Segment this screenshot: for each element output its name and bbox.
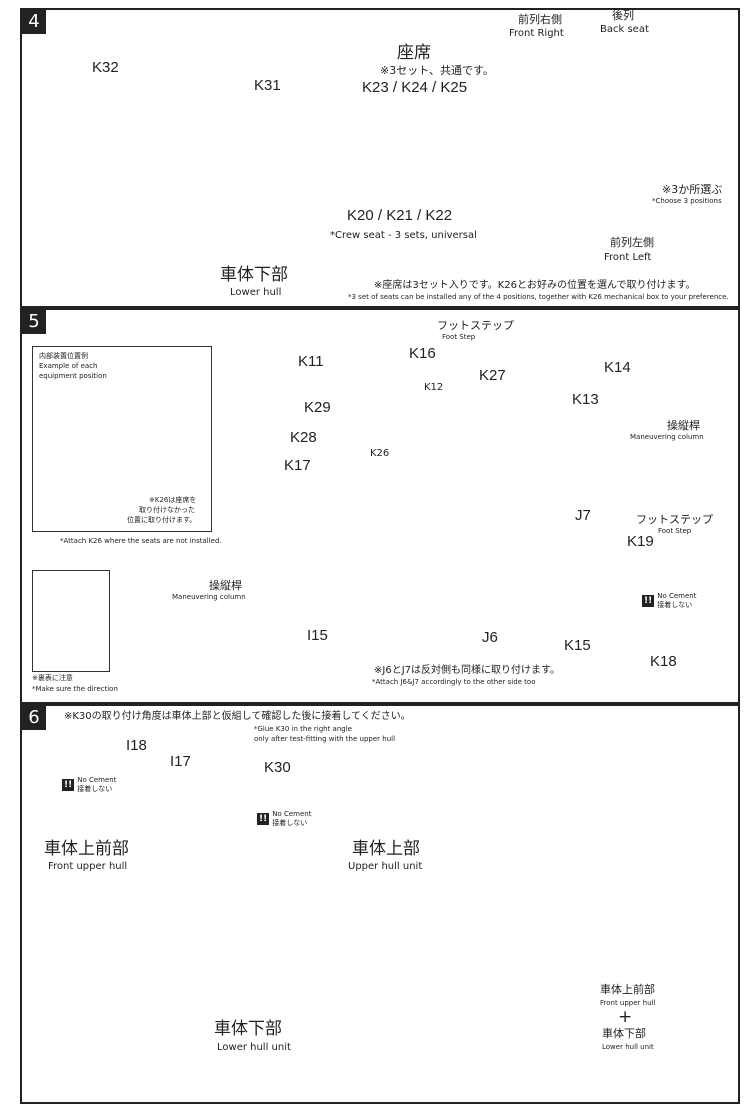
no-cement-jp: 接着しない [657, 601, 693, 609]
footstep2-jp: フットステップ [636, 513, 713, 526]
part-label-k19: K19 [627, 533, 654, 550]
inset-title-jp: 内部装置位置例 [39, 352, 88, 360]
warning-icon: !! [257, 813, 270, 825]
lower-hull-en: Lower hull [230, 287, 282, 298]
column-en: Maneuvering column [630, 433, 704, 441]
bottom-note-en: *3 set of seats can be installed any of … [348, 293, 729, 301]
upper-hull-unit-en: Upper hull unit [348, 861, 423, 872]
column2-en: Maneuvering column [172, 593, 246, 601]
footstep2-en: Foot Step [658, 527, 692, 535]
step-6-panel: 6 ※K30の取り付け角度は車体上部と仮組して確認した後に接着してください。 *… [20, 704, 740, 1104]
column-jp: 操縦桿 [667, 419, 700, 432]
column2-jp: 操縦桿 [209, 579, 242, 592]
part-label-k18: K18 [650, 653, 677, 670]
back-seat-en: Back seat [600, 24, 649, 35]
combo-front-upper-en: Front upper hull [600, 999, 656, 1007]
step-5-panel: 5 内部装置位置例 Example of each equipment posi… [20, 308, 740, 704]
k26-note-jp2: 取り付けなかった [139, 506, 195, 514]
k30-note-jp: ※K30の取り付け角度は車体上部と仮組して確認した後に接着してください。 [64, 711, 411, 722]
plus-sign: + [618, 1007, 633, 1027]
warning-icon: !! [62, 779, 75, 791]
seat-note-en: *Crew seat - 3 sets, universal [330, 230, 477, 241]
part-label-k27: K27 [479, 367, 506, 384]
front-upper-hull-jp: 車体上前部 [44, 839, 129, 859]
part-label-k12: K12 [424, 382, 444, 393]
bottom-note-jp: ※座席は3セット入りです。K26とお好みの位置を選んで取り付けます。 [374, 280, 696, 291]
combo-front-upper-jp: 車体上前部 [600, 983, 655, 996]
part-label-k32: K32 [92, 59, 119, 76]
no-cement-warning-left: !! No Cement 接着しない [62, 776, 116, 794]
lower-hull-jp: 車体下部 [220, 265, 288, 285]
no-cement-warning-right: !! No Cement 接着しない [257, 810, 311, 828]
step-number: 4 [22, 10, 46, 34]
front-upper-hull-en: Front upper hull [48, 861, 128, 872]
part-label-k17: K17 [284, 457, 311, 474]
k26-note-jp3: 位置に取り付けます。 [127, 516, 197, 524]
direction-inset [32, 570, 110, 672]
no-cement-en: No Cement [77, 776, 117, 784]
part-label-k13: K13 [572, 391, 599, 408]
part-label-j7: J7 [575, 507, 591, 524]
footstep-jp: フットステップ [437, 319, 514, 332]
combo-lower-hull-en: Lower hull unit [602, 1043, 654, 1051]
seat-note-jp: ※3セット、共通です。 [380, 64, 494, 77]
k26-note-jp1: ※K26は座席を [149, 496, 197, 504]
direction-note-en: *Make sure the direction [32, 685, 118, 693]
no-cement-en: No Cement [272, 810, 312, 818]
choose-jp: ※3か所選ぶ [662, 183, 723, 196]
part-label-k15: K15 [564, 637, 591, 654]
choose-en: *Choose 3 positions [652, 197, 722, 205]
part-label-k16: K16 [409, 345, 436, 362]
no-cement-jp: 接着しない [77, 785, 113, 793]
part-label-k28: K28 [290, 429, 317, 446]
seat-title: 座席 [397, 43, 431, 63]
step-number: 5 [22, 310, 46, 334]
part-label-i17: I17 [170, 753, 191, 770]
combo-lower-hull-jp: 車体下部 [602, 1027, 646, 1040]
j-note-jp: ※J6とJ7は反対側も同様に取り付けます。 [374, 665, 561, 676]
equipment-position-inset: 内部装置位置例 Example of each equipment positi… [32, 346, 212, 532]
footstep-en: Foot Step [442, 333, 476, 341]
no-cement-jp: 接着しない [272, 819, 308, 827]
inset-title-en2: equipment position [39, 372, 107, 380]
part-label-i15: I15 [307, 627, 328, 644]
part-label-k30: K30 [264, 759, 291, 776]
step-number: 6 [22, 706, 46, 730]
part-label-k20-k22: K20 / K21 / K22 [347, 207, 453, 224]
front-right-en: Front Right [509, 28, 564, 39]
k26-note-en: *Attach K26 where the seats are not inst… [60, 537, 222, 545]
part-label-k14: K14 [604, 359, 631, 376]
front-left-en: Front Left [604, 252, 652, 263]
warning-icon: !! [642, 595, 655, 607]
front-right-jp: 前列右側 [518, 13, 562, 26]
part-label-k31: K31 [254, 77, 281, 94]
j-note-en: *Attach J6&J7 accordingly to the other s… [372, 678, 536, 686]
inset-title-en1: Example of each [39, 362, 98, 370]
front-left-jp: 前列左側 [610, 236, 654, 249]
part-label-k23-k25: K23 / K24 / K25 [362, 79, 468, 96]
part-label-k11: K11 [298, 353, 324, 370]
part-label-k29: K29 [304, 399, 331, 416]
lower-hull-unit-jp: 車体下部 [214, 1019, 282, 1039]
lower-hull-unit-en: Lower hull unit [217, 1042, 291, 1053]
part-label-i18: I18 [126, 737, 147, 754]
direction-note-jp: ※裏表に注意 [32, 674, 73, 682]
no-cement-warning: !! No Cement 接着しない [642, 592, 696, 610]
glue-note-en1: *Glue K30 in the right angle [254, 725, 352, 733]
part-label-j6: J6 [482, 629, 498, 646]
back-seat-jp: 後列 [612, 9, 634, 22]
glue-note-en2: only after test-fitting with the upper h… [254, 735, 396, 743]
upper-hull-unit-jp: 車体上部 [352, 839, 420, 859]
no-cement-en: No Cement [657, 592, 697, 600]
part-label-k26: K26 [370, 448, 390, 459]
step-4-panel: 4 K32 K31 座席 ※3セット、共通です。 K23 / K24 / K25… [20, 8, 740, 308]
